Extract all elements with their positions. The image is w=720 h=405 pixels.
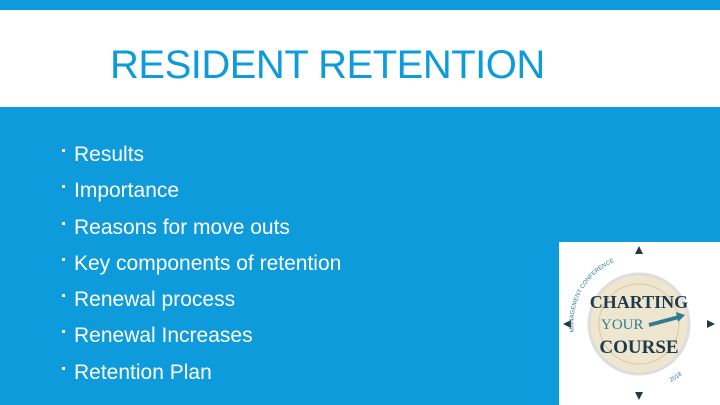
bullet-list: Results Importance Reasons for move outs… <box>60 140 341 394</box>
bullet-text: Reasons for move outs <box>74 215 290 239</box>
arrow-icon <box>648 315 680 327</box>
title-band: RESIDENT RETENTION <box>0 10 720 107</box>
bullet-icon <box>62 294 65 298</box>
south-arrow-icon <box>635 392 643 400</box>
bullet-text: Retention Plan <box>74 360 212 384</box>
logo-year: 2018 <box>669 371 684 384</box>
east-arrow-icon <box>707 320 715 328</box>
compass-face <box>587 272 691 376</box>
bullet-item: Importance <box>60 176 341 212</box>
bullet-text: Renewal Increases <box>74 324 253 348</box>
logo-line3: COURSE <box>599 337 678 358</box>
bullet-item: Renewal process <box>60 285 341 321</box>
bullet-icon <box>62 149 65 152</box>
bullet-icon <box>62 257 65 261</box>
bullet-text: Importance <box>74 179 180 203</box>
bullet-text: Results <box>74 143 145 166</box>
bullet-text: Renewal process <box>74 288 236 312</box>
north-arrow-icon <box>635 246 643 254</box>
bullet-text: Key components of retention <box>74 251 342 275</box>
arrow-head-icon <box>676 312 685 322</box>
bullet-icon <box>62 185 65 189</box>
bullet-icon <box>62 366 65 370</box>
compass-ring <box>598 283 680 365</box>
bullet-item: Reasons for move outs <box>60 213 341 249</box>
compass-logo-icon: MANAGEMENT CONFERENCE CHARTING YOUR COUR… <box>563 246 715 400</box>
conference-logo: MANAGEMENT CONFERENCE CHARTING YOUR COUR… <box>559 242 720 405</box>
bullet-item: Results <box>60 140 341 176</box>
logo-line2: YOUR <box>601 317 644 333</box>
bullet-item: Renewal Increases <box>60 321 341 357</box>
bullet-icon <box>62 330 65 334</box>
logo-line1: CHARTING <box>590 292 688 312</box>
slide-title: RESIDENT RETENTION <box>110 43 545 87</box>
bullet-item: Retention Plan <box>60 358 341 394</box>
bullet-icon <box>62 221 65 225</box>
west-arrow-icon <box>563 320 571 328</box>
bullet-item: Key components of retention <box>60 249 341 285</box>
